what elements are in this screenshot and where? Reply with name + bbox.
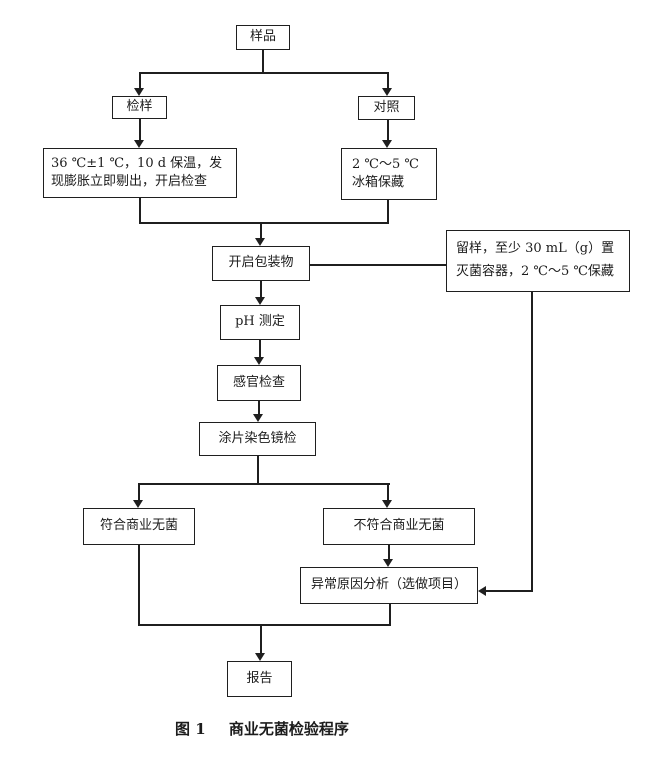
arrowhead-to-ph [255, 297, 265, 305]
connector-incubation-down [139, 198, 141, 224]
node-commercially-sterile: 符合商业无菌 [83, 508, 195, 545]
node-incubation-line2: 现膨胀立即剔出，开启检查 [51, 174, 208, 189]
node-control: 对照 [358, 96, 415, 120]
node-incubation-line1: 36 ℃±1 ℃，10 d 保温，发 [51, 155, 223, 171]
arrowhead-retain-to-abnormal [478, 586, 486, 596]
node-ph-test: pH 测定 [220, 305, 300, 340]
connector-split-to-not-sterile [387, 485, 389, 501]
node-report: 报告 [227, 661, 292, 697]
node-sensory-check-label: 感官检查 [232, 374, 285, 390]
node-sample: 样品 [236, 25, 290, 50]
connector-split-to-control [387, 72, 389, 89]
arrowhead-to-report [255, 653, 265, 661]
connector-not-sterile-to-abnormal [388, 545, 390, 560]
connector-result-split [138, 483, 390, 485]
node-smear-microscopy-label: 涂片染色镜检 [218, 430, 297, 446]
arrowhead-to-smear [253, 414, 263, 422]
connector-refrigerate-down [387, 200, 389, 224]
node-report-label: 报告 [246, 670, 273, 686]
figure-caption-title: 商业无菌检验程序 [228, 720, 349, 738]
node-incubation: 36 ℃±1 ℃，10 d 保温，发 现膨胀立即剔出，开启检查 [43, 148, 237, 198]
node-sensory-check: 感官检查 [217, 365, 301, 401]
connector-control-to-refrigerate [387, 120, 389, 141]
connector-sensory-to-smear [258, 401, 260, 415]
node-commercially-sterile-label: 符合商业无菌 [99, 518, 178, 534]
node-refrigerate-line1: 2 ℃～5 ℃ [352, 156, 419, 172]
arrowhead-to-inspect [134, 88, 144, 96]
connector-sample-stem [262, 50, 264, 74]
node-not-commercially-sterile: 不符合商业无菌 [323, 508, 475, 545]
connector-sterile-down [138, 545, 140, 626]
figure-caption: 图 1 商业无菌检验程序 [175, 718, 349, 739]
arrowhead-to-sterile [133, 500, 143, 508]
connector-open-to-retain [310, 264, 446, 266]
arrowhead-to-control [382, 88, 392, 96]
connector-retain-to-abnormal [486, 590, 533, 592]
arrowhead-to-refrigerate [382, 140, 392, 148]
connector-merge-line [139, 222, 389, 224]
node-control-label: 对照 [373, 99, 400, 115]
arrowhead-to-abnormal [383, 559, 393, 567]
connector-split-to-sterile [138, 485, 140, 501]
connector-inspect-to-incubation [139, 119, 141, 141]
connector-top-split [139, 72, 389, 74]
node-refrigerate-line2: 冰箱保藏 [352, 175, 405, 190]
connector-merge-to-report [260, 626, 262, 654]
connector-report-merge [138, 624, 391, 626]
connector-split-to-inspect [139, 72, 141, 89]
connector-smear-down [257, 456, 259, 485]
connector-ph-to-sensory [259, 340, 261, 358]
node-abnormal-analysis: 异常原因分析（选做项目） [300, 567, 478, 604]
node-refrigerate: 2 ℃～5 ℃ 冰箱保藏 [341, 148, 437, 200]
arrowhead-to-open-package [255, 238, 265, 246]
arrowhead-to-incubation [134, 140, 144, 148]
arrowhead-to-sensory [254, 357, 264, 365]
node-open-package: 开启包装物 [212, 246, 310, 281]
connector-retain-down [531, 292, 533, 592]
connector-open-to-ph [260, 281, 262, 298]
node-abnormal-analysis-label: 异常原因分析（选做项目） [310, 577, 467, 593]
node-open-package-label: 开启包装物 [228, 255, 294, 271]
connector-abnormal-down [389, 604, 391, 626]
figure-caption-label: 图 1 [175, 720, 206, 738]
node-sample-label: 样品 [249, 29, 276, 45]
node-not-commercially-sterile-label: 不符合商业无菌 [353, 518, 445, 534]
arrowhead-to-not-sterile [382, 500, 392, 508]
node-inspect-sample-label: 检样 [126, 99, 153, 115]
node-smear-microscopy: 涂片染色镜检 [199, 422, 316, 456]
node-retain-sample-line2: 灭菌容器，2 ℃～5 ℃保藏 [456, 264, 614, 279]
node-inspect-sample: 检样 [112, 96, 167, 119]
node-retain-sample-line1: 留样，至少 30 mL（g）置 [456, 241, 615, 257]
node-retain-sample: 留样，至少 30 mL（g）置 灭菌容器，2 ℃～5 ℃保藏 [446, 230, 630, 292]
connector-merge-to-open [260, 224, 262, 239]
node-ph-test-label: pH 测定 [235, 314, 285, 330]
